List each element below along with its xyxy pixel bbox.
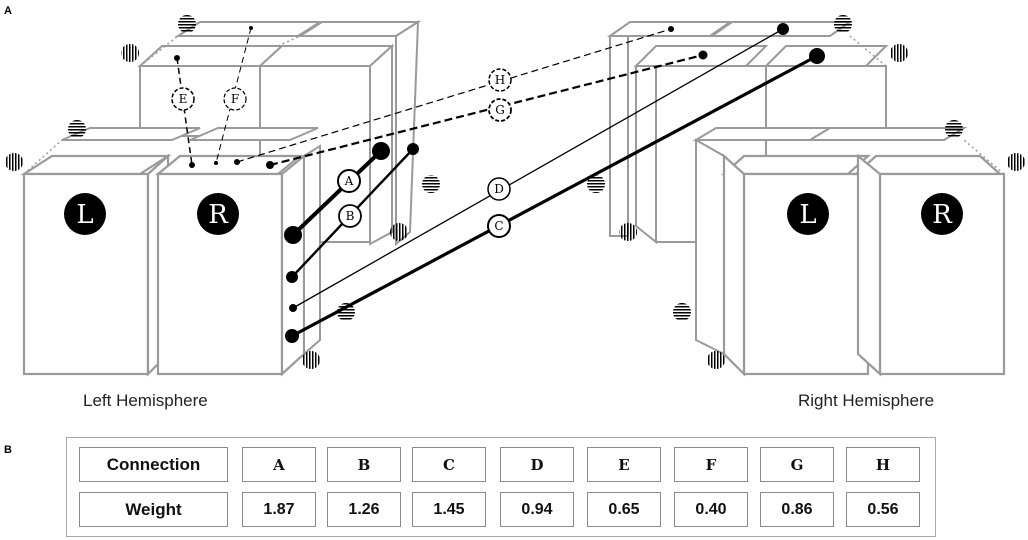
stimulus-marker xyxy=(587,175,605,193)
left-R-text: R xyxy=(208,200,229,230)
badge-E: E xyxy=(171,87,195,111)
table-header-weight: Weight xyxy=(79,492,228,527)
badge-H-text: H xyxy=(495,73,505,87)
table-connection-cell: E xyxy=(587,447,661,482)
stimulus-marker xyxy=(673,303,691,321)
table-connection-cell: G xyxy=(760,447,834,482)
connection-D xyxy=(289,23,789,312)
table-connection-cell: H xyxy=(846,447,920,482)
badge-D-text: D xyxy=(494,182,504,196)
stimulus-marker xyxy=(302,351,320,369)
badge-F-text: F xyxy=(231,92,239,106)
badge-B-text: B xyxy=(346,209,355,223)
badge-C: C xyxy=(487,214,511,238)
badge-B: B xyxy=(338,204,362,228)
badge-D: D xyxy=(487,177,511,201)
left-hemisphere-boxes xyxy=(20,20,422,377)
table-weight-cell: 0.86 xyxy=(760,492,834,527)
table-connection-cell: A xyxy=(242,447,316,482)
left-R-label: R xyxy=(197,193,239,235)
stimulus-marker xyxy=(121,44,139,62)
badge-C-text: C xyxy=(494,219,503,233)
right-hemisphere-boxes xyxy=(606,21,1006,377)
table-connection-cell: B xyxy=(327,447,401,482)
table-weight-cell: 0.40 xyxy=(674,492,748,527)
table-weight-cell: 0.94 xyxy=(500,492,574,527)
badge-E-text: E xyxy=(179,92,188,106)
connection-E xyxy=(174,55,195,168)
right-R-label: R xyxy=(921,193,963,235)
left-hemisphere-label: Left Hemisphere xyxy=(83,391,208,410)
stimulus-marker xyxy=(390,223,408,241)
connection-F xyxy=(214,26,253,165)
badge-A: A xyxy=(337,169,361,193)
badge-H: H xyxy=(488,68,512,92)
stimulus-markers xyxy=(5,15,1025,369)
right-L-label: L xyxy=(787,193,829,235)
badge-A-text: A xyxy=(344,174,354,188)
badge-G-text: G xyxy=(495,103,505,117)
stimulus-marker xyxy=(890,44,908,62)
connection-A xyxy=(284,142,390,244)
stimulus-marker xyxy=(707,351,725,369)
table-weight-cell: 1.45 xyxy=(412,492,486,527)
stimulus-marker xyxy=(422,175,440,193)
table-weight-cell: 0.65 xyxy=(587,492,661,527)
table-connection-cell: F xyxy=(674,447,748,482)
stimulus-marker xyxy=(834,15,852,33)
stimulus-marker xyxy=(5,153,23,171)
stimulus-marker xyxy=(68,120,86,138)
left-L-label: L xyxy=(64,193,106,235)
panel-label-a: A xyxy=(4,5,12,17)
connection-G xyxy=(266,50,708,169)
left-L-text: L xyxy=(76,200,93,230)
table-weight-cell: 0.56 xyxy=(846,492,920,527)
table-connection-cell: D xyxy=(500,447,574,482)
table-connection-cell: C xyxy=(412,447,486,482)
stimulus-marker xyxy=(945,120,963,138)
stimulus-marker xyxy=(1007,153,1025,171)
right-hemisphere-label: Right Hemisphere xyxy=(798,391,934,410)
table-header-connection: Connection xyxy=(79,447,228,482)
weights-table xyxy=(66,437,936,537)
stimulus-marker xyxy=(337,303,355,321)
panel-label-b: B xyxy=(4,444,12,456)
stimulus-marker xyxy=(178,15,196,33)
badge-G: G xyxy=(488,98,512,122)
connection-C xyxy=(285,48,825,343)
right-R-text: R xyxy=(932,200,953,230)
table-weight-cell: 1.87 xyxy=(242,492,316,527)
badge-F: F xyxy=(223,87,247,111)
right-L-text: L xyxy=(799,200,816,230)
connection-H xyxy=(234,26,674,165)
table-weight-cell: 1.26 xyxy=(327,492,401,527)
stimulus-marker xyxy=(619,223,637,241)
